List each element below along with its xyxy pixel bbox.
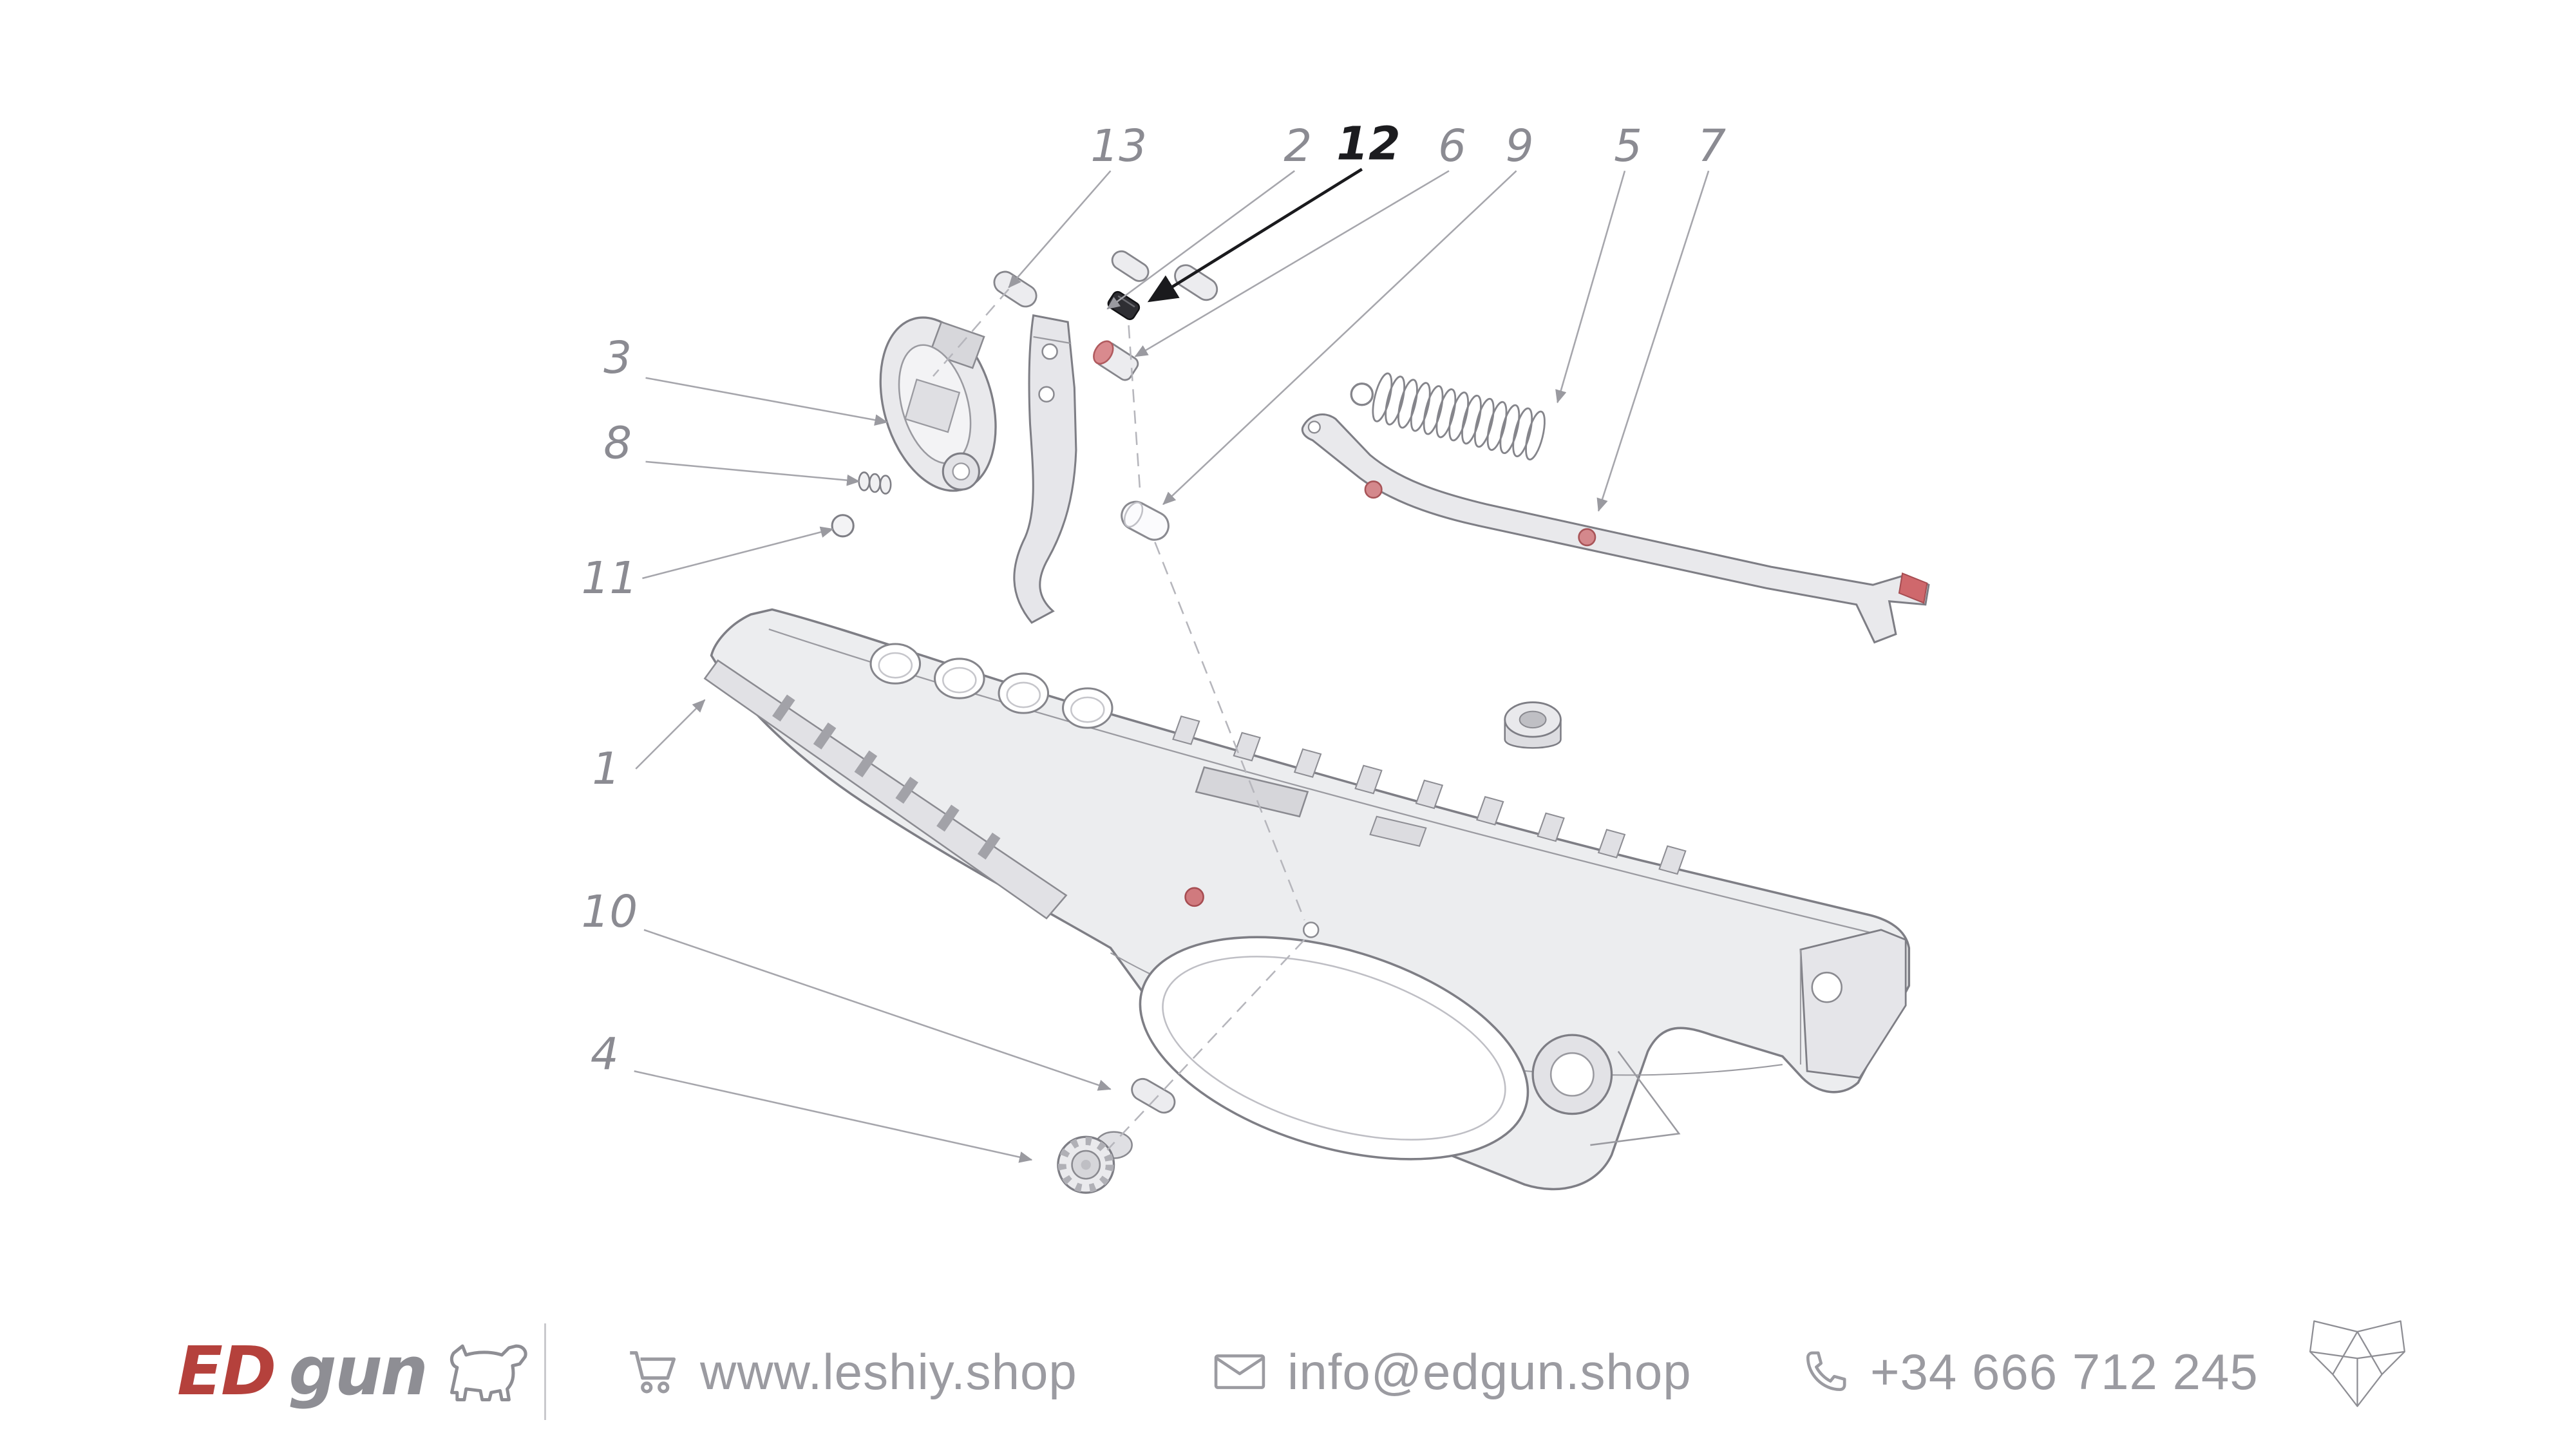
part-label-11: 11 <box>582 553 638 604</box>
part-label-2: 2 <box>1283 120 1312 172</box>
trigger-cam <box>879 316 997 492</box>
fox-logo-icon <box>2309 1320 2406 1407</box>
part-label-5: 5 <box>1614 120 1642 172</box>
part-label-9: 9 <box>1506 120 1534 172</box>
cart-icon <box>630 1351 676 1394</box>
envelope-icon <box>1214 1354 1265 1389</box>
edgun-logo-ed: ED <box>177 1332 276 1410</box>
bushing-nut <box>1504 701 1562 749</box>
pin-2a <box>1111 250 1150 282</box>
part-label-10: 10 <box>582 886 638 938</box>
sleeve-9 <box>1121 500 1170 541</box>
sleeve-6 <box>1093 340 1139 381</box>
pin-10 <box>1131 1077 1176 1114</box>
construction-lines <box>933 289 1305 1151</box>
trigger-blade <box>1013 314 1077 624</box>
edgun-logo-gun: gun <box>289 1332 428 1410</box>
dog-logo-icon <box>450 1344 527 1401</box>
pin-2b <box>1174 264 1218 301</box>
part-label-1: 1 <box>592 743 620 795</box>
part-label-7: 7 <box>1698 120 1726 172</box>
phone-text: +34 666 712 245 <box>1870 1343 2259 1400</box>
screw-4 <box>1057 1131 1133 1194</box>
part-label-4: 4 <box>591 1029 619 1081</box>
part-label-8: 8 <box>603 418 632 469</box>
receiver-body <box>703 608 1911 1191</box>
email-text: info@edgun.shop <box>1287 1343 1692 1400</box>
spring-5 <box>1350 372 1546 460</box>
receiver-ribs <box>1172 715 1687 875</box>
footer-email: info@edgun.shop <box>1214 1336 1692 1407</box>
part-label-6: 6 <box>1438 120 1466 172</box>
leader-lines <box>634 170 1710 1163</box>
pin-13 <box>993 270 1037 308</box>
trigger-guard-opening <box>1139 936 1530 1160</box>
leader-line-12 <box>1147 167 1363 303</box>
website-text: www.leshiy.shop <box>700 1343 1077 1400</box>
part-label-13: 13 <box>1090 120 1147 172</box>
footer-phone: +34 666 712 245 <box>1803 1336 2259 1407</box>
part-labels: 13 2 12 6 9 5 7 3 8 11 1 10 4 <box>582 117 1727 1080</box>
receiver-holes <box>869 643 1113 729</box>
red-pin-dot <box>1184 887 1204 907</box>
trigger-bar-7 <box>1301 413 1930 644</box>
rail-slots <box>772 694 1001 860</box>
phone-icon <box>1806 1351 1846 1392</box>
spring-8 <box>858 471 892 495</box>
part-label-3: 3 <box>603 332 632 384</box>
ball-11 <box>831 514 855 538</box>
part-label-12: 12 <box>1336 117 1400 170</box>
footer-divider <box>544 1323 546 1420</box>
footer-website: www.leshiy.shop <box>628 1336 1077 1407</box>
